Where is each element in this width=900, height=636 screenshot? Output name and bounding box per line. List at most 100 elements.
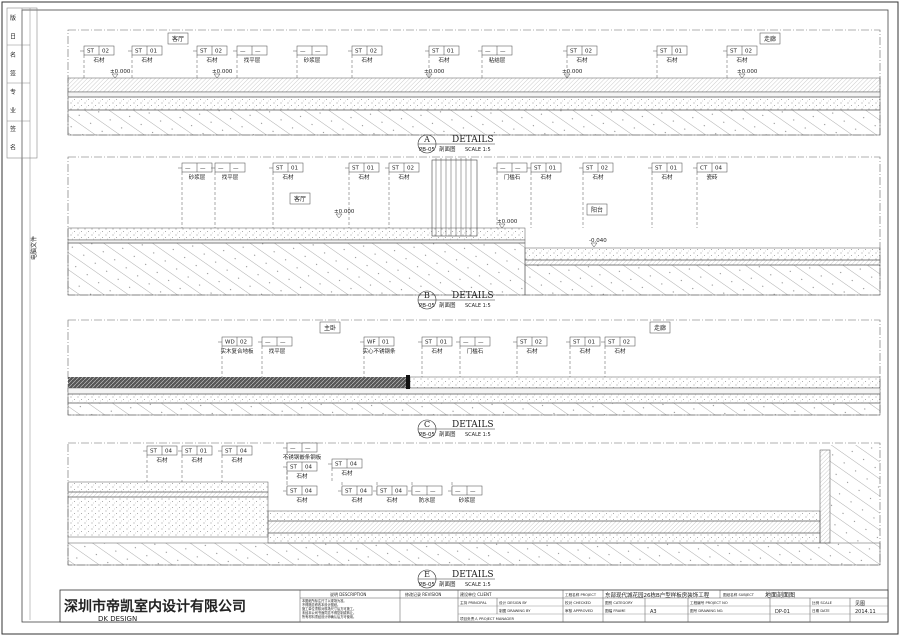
material-callout: ——砂浆层 xyxy=(293,45,328,78)
steel-strip xyxy=(406,375,410,389)
subject-label: 图纸名称 SUBJECT xyxy=(723,592,755,597)
material-label: 石材 xyxy=(156,456,168,464)
date-label: 日期 DATE xyxy=(812,608,830,613)
material-number: 01 xyxy=(440,340,447,346)
material-code: — xyxy=(240,49,246,55)
material-label: 石材 xyxy=(351,496,363,504)
company-name: 深圳市帝凯室内设计有限公司 xyxy=(64,598,246,615)
room-tag: 客厅 xyxy=(172,35,184,43)
project-no-label: 工程编号 PROJECT NO xyxy=(690,600,728,605)
material-callout: ——找平层 xyxy=(211,162,246,228)
category-label: 图别 CATEGORY xyxy=(605,600,633,605)
material-number: 02 xyxy=(240,340,247,346)
room-tag: 走廊 xyxy=(654,324,666,332)
floor-layer xyxy=(67,109,881,136)
elevation-mark: ±0.000 xyxy=(497,219,518,225)
material-number: — xyxy=(515,166,521,172)
detail-title: DETAILS xyxy=(452,291,494,301)
material-label: 砂浆层 xyxy=(189,173,206,181)
material-code: ST xyxy=(534,166,541,172)
elevation-mark: ±0.000 xyxy=(334,209,355,215)
material-label: 门槛石 xyxy=(467,347,484,355)
material-callout: ——砂浆层 xyxy=(448,482,483,504)
material-label: 石材 xyxy=(736,56,748,64)
floor-layer xyxy=(67,91,881,98)
material-number: 01 xyxy=(447,49,454,55)
material-number: — xyxy=(255,49,261,55)
material-number: 01 xyxy=(367,166,374,172)
material-code: — xyxy=(290,446,296,452)
material-label: 石材 xyxy=(358,173,370,181)
room-tag-box xyxy=(649,321,671,334)
material-code: ST xyxy=(135,49,142,55)
material-label: 不锈钢嵌条钢板 xyxy=(283,453,322,461)
elevation-triangle xyxy=(563,73,571,79)
sidebar-label: 日 xyxy=(10,34,16,41)
material-code: ST xyxy=(392,166,399,172)
material-code: ST xyxy=(570,49,577,55)
detail-sheet: PB-05 xyxy=(419,432,436,438)
glass-door-frame xyxy=(431,159,478,237)
detail-id: B xyxy=(424,291,430,300)
room-tag-box xyxy=(759,32,781,45)
approved-label: 审核 APPROVED xyxy=(565,608,593,613)
detail-subtitle: 剖面图 xyxy=(439,430,456,438)
room-tag: 走廊 xyxy=(764,35,776,43)
material-code: — xyxy=(265,340,271,346)
material-code: ST xyxy=(380,489,387,495)
sidebar-label: 专 xyxy=(10,88,16,96)
sidebar-label: 版 xyxy=(10,14,16,22)
detail-subtitle: 剖面图 xyxy=(439,580,456,588)
floor-layer xyxy=(67,402,881,416)
elevation-mark: ±0.000 xyxy=(562,69,583,75)
detail-title: DETAILS xyxy=(452,570,494,580)
note-line: 未经本公司书面同意不得复制或转让。 xyxy=(302,610,356,615)
room-tag: 主卧 xyxy=(324,324,336,332)
material-label: 实木复合地板 xyxy=(220,347,254,355)
material-label: 找平层 xyxy=(269,347,286,355)
note-line: 本图纸所标注尺寸以现场为准。 xyxy=(302,598,347,603)
floor-layer xyxy=(524,259,881,266)
material-number: 01 xyxy=(150,49,157,55)
frame-value: A3 xyxy=(650,609,657,615)
material-number: — xyxy=(315,49,321,55)
material-number: 04 xyxy=(715,166,722,172)
elevation-triangle xyxy=(111,73,119,79)
detail-subtitle: 剖面图 xyxy=(439,301,456,309)
floor-layer xyxy=(67,227,526,241)
material-number: 02 xyxy=(407,166,414,172)
material-number: 01 xyxy=(675,49,682,55)
material-number: — xyxy=(478,340,484,346)
room-tag-box xyxy=(167,32,189,45)
detail-sheet: PB-05 xyxy=(419,147,436,153)
material-code: ST xyxy=(345,489,352,495)
material-number: 01 xyxy=(382,340,389,346)
room-tag: 客厅 xyxy=(294,195,306,203)
material-number: 02 xyxy=(215,49,222,55)
elevation-mark: -0.040 xyxy=(589,238,607,244)
floor-layer xyxy=(67,239,526,244)
scale-label: 比例 SCALE xyxy=(812,600,833,605)
wood-floor-layer xyxy=(68,377,410,388)
detail-scale: SCALE 1:5 xyxy=(465,582,491,588)
material-label: 石材 xyxy=(666,56,678,64)
material-number: 02 xyxy=(601,166,608,172)
description-label: 说明 DESCRIPTION xyxy=(330,591,366,597)
material-callout: ——找平层 xyxy=(258,336,293,377)
material-number: 02 xyxy=(535,340,542,346)
elevation-triangle xyxy=(335,213,343,219)
material-number: — xyxy=(305,446,311,452)
material-callout: ——砂浆层 xyxy=(178,162,213,228)
floor-layer xyxy=(67,96,881,111)
